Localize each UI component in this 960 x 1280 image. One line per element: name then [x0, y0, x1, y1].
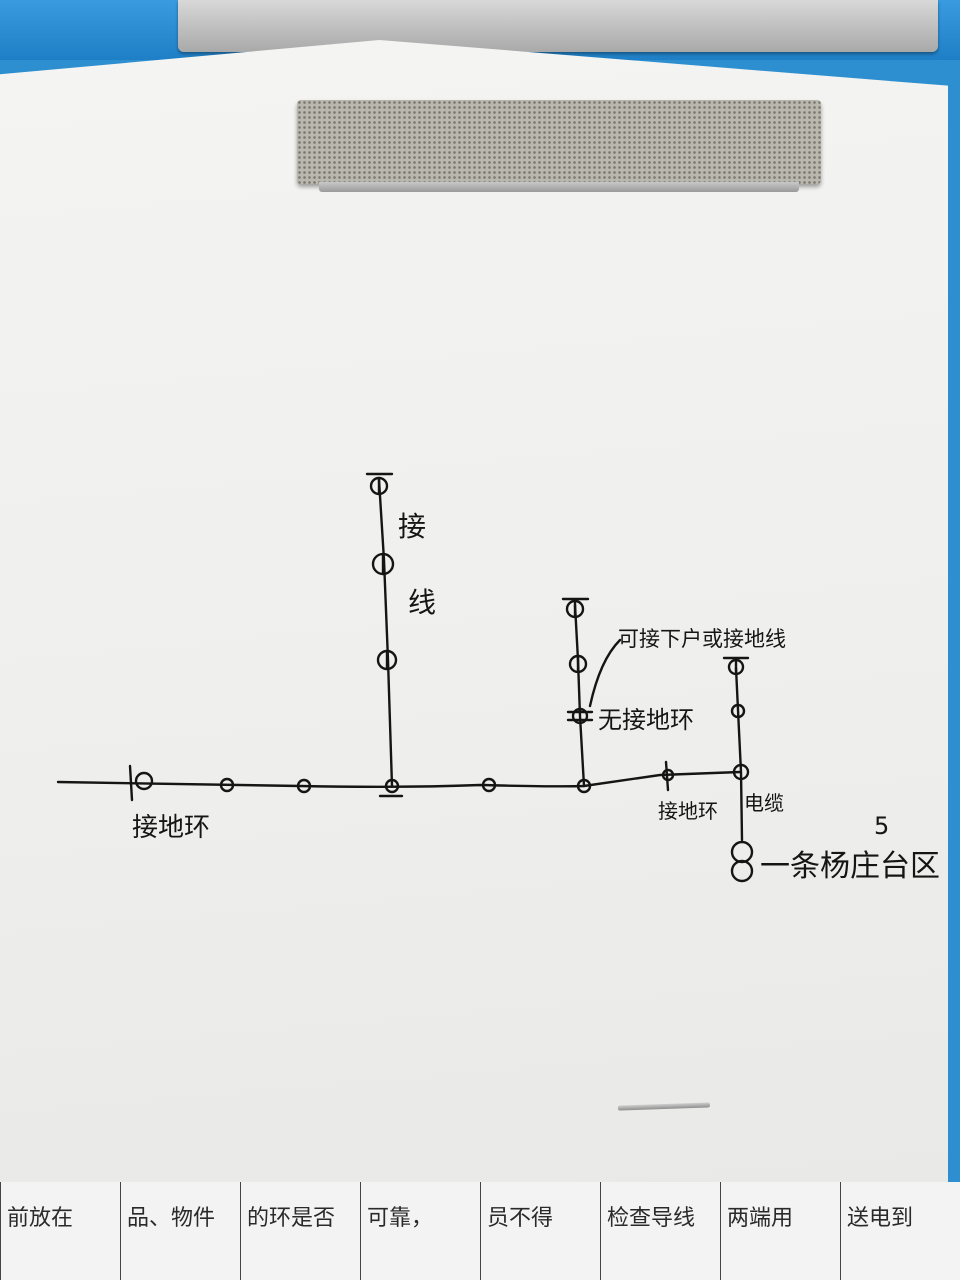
label-station-area: 一条杨庄台区 — [760, 849, 940, 884]
branch-3-line — [734, 666, 744, 842]
transformer-symbol — [730, 840, 754, 883]
pole-top-3 — [722, 656, 750, 676]
branch-1-line — [377, 478, 394, 788]
clip-bar — [297, 100, 821, 192]
label-service-or-ground: 可接下户或接地线 — [618, 627, 786, 651]
doc-column: 检查导线 — [600, 1182, 720, 1280]
pole-marker — [376, 649, 398, 671]
doc-column: 前放在 — [0, 1182, 120, 1280]
label-number: 5 — [874, 812, 889, 840]
pole-marker — [730, 703, 746, 719]
main-line — [56, 770, 742, 788]
pole-marker — [481, 777, 497, 793]
pole-marker — [384, 778, 400, 794]
pole-top-2 — [561, 597, 590, 619]
pole-marker-nogrounding — [566, 707, 594, 725]
pole-marker — [576, 778, 592, 794]
pole-marker — [219, 777, 235, 793]
doc-column: 员不得 — [480, 1182, 600, 1280]
clip-mechanism — [178, 0, 938, 52]
doc-column: 两端用 — [720, 1182, 840, 1280]
leader-line — [588, 638, 622, 708]
doc-column: 的环是否 — [240, 1182, 360, 1280]
branch-2-line — [573, 603, 586, 788]
doc-column: 送电到 — [840, 1182, 960, 1280]
label-grounding-ring-right: 接地环 — [658, 799, 718, 823]
pole-marker — [371, 552, 395, 576]
doc-column: 品、物件 — [120, 1182, 240, 1280]
pole-marker — [732, 763, 750, 781]
label-cable: 电缆 — [744, 791, 784, 815]
pole-top-1 — [365, 472, 394, 496]
underlying-document: 前放在 品、物件 的环是否 可靠， 员不得 检查导线 两端用 送电到 — [0, 1182, 960, 1280]
pole-marker — [296, 778, 312, 794]
label-jie: 接 — [398, 510, 426, 543]
pole-marker — [661, 760, 675, 792]
pole-marker — [568, 654, 588, 674]
doc-column: 可靠， — [360, 1182, 480, 1280]
label-no-grounding-ring: 无接地环 — [598, 706, 694, 734]
label-xian: 线 — [408, 586, 436, 619]
paper-sheet — [0, 40, 948, 1182]
pole-marker — [128, 764, 154, 802]
label-grounding-ring-left: 接地环 — [132, 813, 210, 843]
